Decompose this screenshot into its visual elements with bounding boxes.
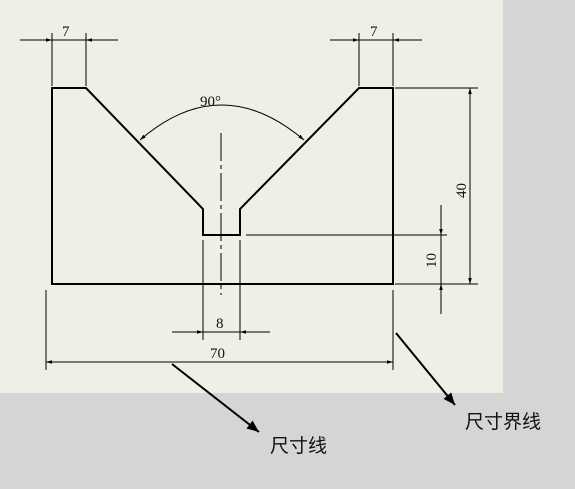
callout-label-dimension-line: 尺寸线 — [270, 435, 327, 457]
dim-slot-height-label: 10 — [424, 253, 440, 268]
dim-top-right-label: 7 — [370, 24, 378, 40]
dim-height-label: 40 — [454, 183, 470, 198]
callout-arrow-extension-line — [395, 332, 456, 406]
dim-total-width-label: 70 — [210, 346, 225, 362]
callout-arrow-dimension-line — [171, 363, 260, 433]
callout-label-extension-line: 尺寸界线 — [465, 411, 541, 433]
dim-angle-arc — [139, 104, 305, 141]
extension-lines — [45, 33, 478, 370]
dim-angle-label: 90° — [200, 94, 221, 110]
part-outline — [51, 87, 394, 285]
dim-slot-width-label: 8 — [216, 316, 224, 332]
dim-top-left-label: 7 — [62, 24, 70, 40]
